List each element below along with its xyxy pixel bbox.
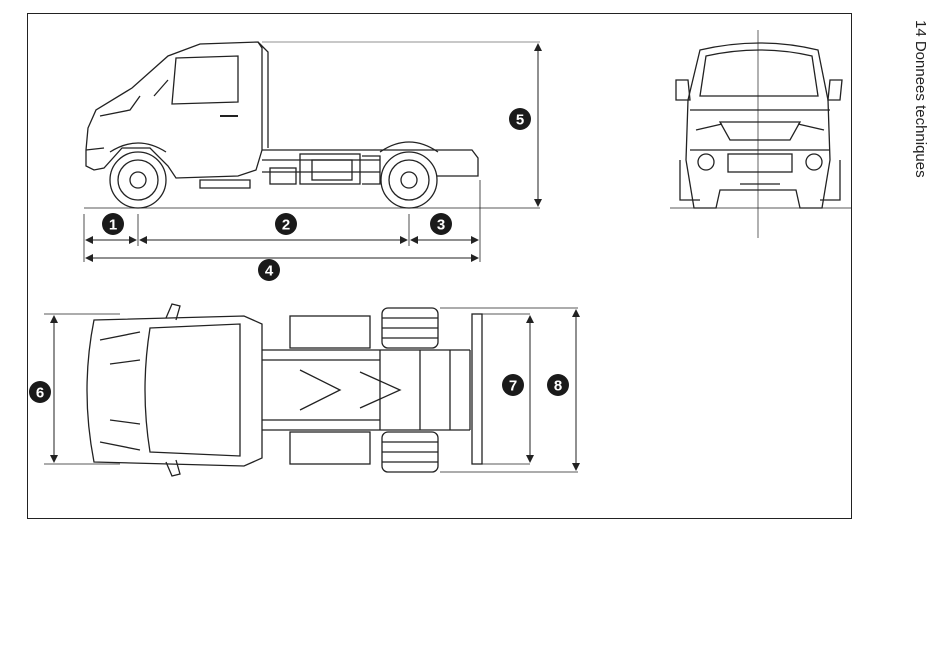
callout-2-label: 2 [282, 217, 290, 234]
callout-4: 4 [258, 259, 280, 281]
callout-1-label: 1 [109, 217, 117, 234]
callout-8: 8 [547, 374, 569, 396]
callout-4-label: 4 [265, 263, 274, 280]
callout-6-label: 6 [36, 385, 44, 402]
callout-8-label: 8 [554, 378, 562, 395]
side-view [84, 42, 540, 262]
callout-1: 1 [102, 213, 124, 235]
callout-3-label: 3 [437, 217, 445, 234]
callout-7: 7 [502, 374, 524, 396]
callout-3: 3 [430, 213, 452, 235]
callout-7-label: 7 [509, 378, 517, 395]
callout-5-label: 5 [516, 112, 524, 129]
callout-2: 2 [275, 213, 297, 235]
front-view [670, 30, 852, 238]
callout-6: 6 [29, 381, 51, 403]
top-view [44, 304, 578, 476]
callout-5: 5 [509, 108, 531, 130]
